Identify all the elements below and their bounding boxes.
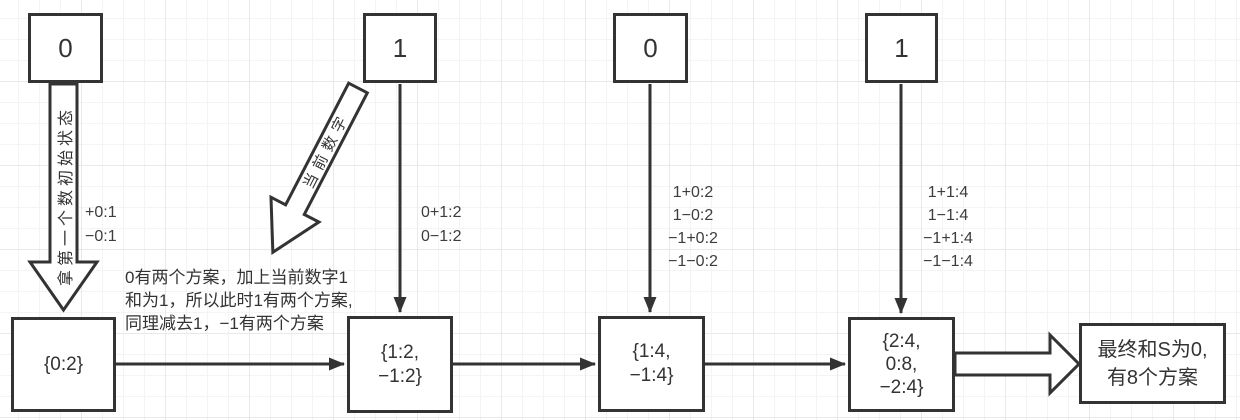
number-box-4: 1	[865, 13, 938, 83]
number-box-4-label: 1	[894, 33, 909, 63]
number-box-3-label: 0	[643, 33, 658, 63]
state-box-3-label: {1:4, −1:4}	[629, 341, 674, 386]
hollow-arrow-first-number	[27, 82, 100, 313]
state-box-4-label: {2:4, 0:8, −2:4}	[879, 331, 924, 398]
result-box: 最终和S为0, 有8个方案	[1079, 323, 1226, 404]
state-box-1-label: {0:2}	[43, 353, 84, 375]
state-box-1: {0:2}	[11, 317, 116, 412]
state-box-2-label: {1:2, −1:2}	[378, 341, 422, 387]
number-box-1: 0	[28, 13, 103, 83]
state-box-3: {1:4, −1:4}	[598, 316, 705, 412]
explanation-note: 0有两个方案，加上当前数字1 和为1，所以此时1有两个方案, 同理减去1，−1有…	[125, 268, 353, 333]
hollow-arrow-current-number	[269, 81, 370, 255]
first-number-arrow-label: 拿第一个数初始状态	[58, 105, 75, 287]
hollow-arrow-result	[953, 331, 1082, 397]
number-box-2-label: 1	[392, 33, 408, 63]
number-box-2: 1	[363, 13, 437, 83]
state-box-2: {1:2, −1:2}	[347, 316, 453, 413]
result-box-label: 最终和S为0, 有8个方案	[1097, 338, 1208, 389]
number-box-3: 0	[613, 13, 688, 83]
edge-label-2: 0+1:2 0−1:2	[421, 204, 462, 245]
edge-label-1: +0:1 −0:1	[85, 204, 117, 245]
state-box-4: {2:4, 0:8, −2:4}	[848, 317, 955, 412]
edge-label-3: 1+0:2 1−0:2 −1+0:2 −1−0:2	[668, 184, 718, 270]
number-box-1-label: 0	[58, 33, 73, 63]
edge-label-4: 1+1:4 1−1:4 −1+1:4 −1−1:4	[923, 184, 973, 270]
